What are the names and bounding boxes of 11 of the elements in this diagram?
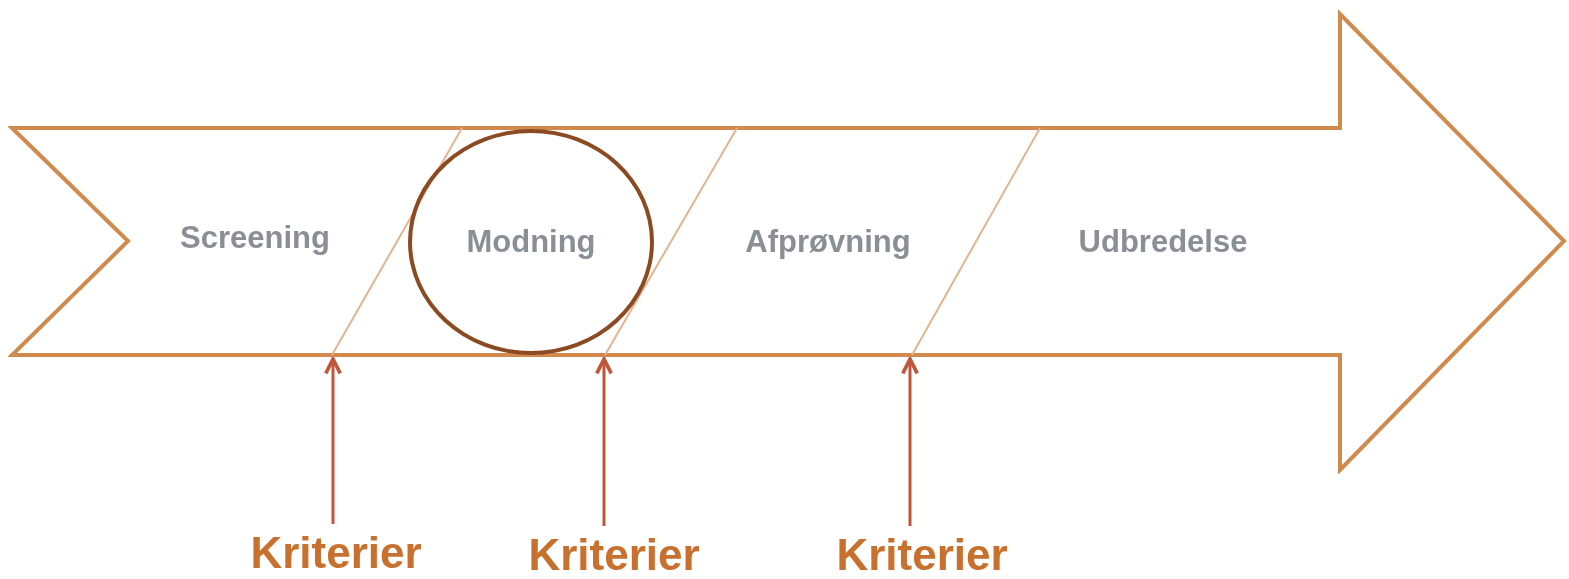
arrow [324, 357, 342, 524]
criteria-label: Kriterier [528, 530, 700, 579]
phase-label: Udbredelse [1078, 224, 1248, 260]
arrow [595, 357, 613, 526]
phase-label: Screening [180, 220, 330, 256]
circled-phase-label: Modning [408, 129, 654, 355]
arrow [901, 357, 919, 526]
criteria-label: Kriterier [836, 530, 1008, 579]
phase-label: Afprøvning [745, 224, 911, 260]
process-arrow [8, 10, 1569, 474]
criteria-label: Kriterier [250, 528, 422, 578]
